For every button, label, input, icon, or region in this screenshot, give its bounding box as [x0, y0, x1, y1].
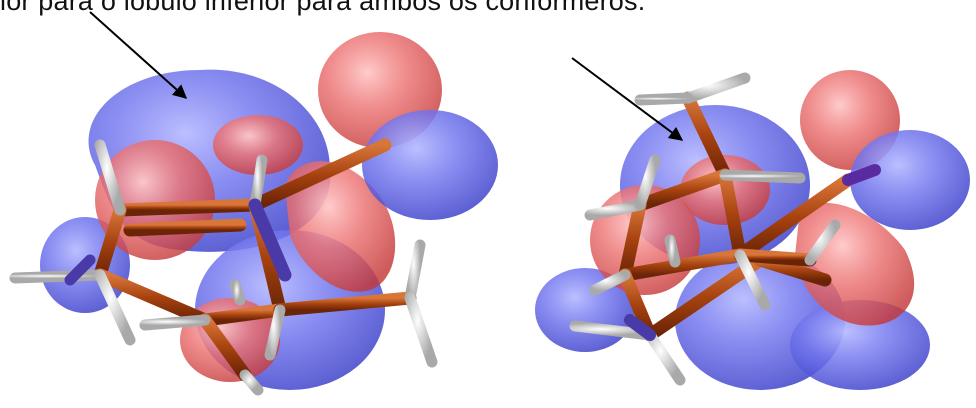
hydrogen-bond: [589, 269, 631, 296]
hydrogen-bond: [9, 269, 106, 284]
hydrogen-bond: [404, 292, 438, 368]
bond: [618, 248, 747, 282]
nitrogen-bond: [248, 198, 292, 282]
bond: [633, 168, 732, 212]
bond: [643, 253, 767, 342]
bond: [113, 198, 262, 217]
nitrogen-bond: [64, 254, 96, 286]
bond: [273, 291, 417, 317]
hydrogen-bond: [569, 320, 656, 341]
hydrogen-bond: [634, 154, 661, 211]
hydrogen-bond: [264, 304, 286, 361]
nitrogen-bond: [842, 164, 881, 186]
bond: [93, 203, 127, 282]
arrow-left: [89, 11, 188, 99]
hydrogen-bond: [249, 154, 268, 211]
hydrogen-bond: [634, 92, 694, 106]
bond: [618, 198, 647, 282]
lobe-negative-right: [850, 130, 970, 230]
lobe-negative-bottom-right: [790, 300, 930, 390]
hydrogen-bond: [734, 249, 771, 311]
nitrogen-bond: [624, 314, 656, 341]
hydrogen-bond: [644, 329, 686, 386]
hydrogen-bond: [94, 269, 136, 346]
bond: [733, 248, 817, 267]
lobe-positive-center: [213, 115, 303, 175]
hydrogen-bond: [664, 234, 681, 268]
hydrogen-bond: [404, 239, 426, 304]
conformer-right: [535, 42, 970, 390]
hydrogen-bond: [584, 199, 646, 221]
hydrogen-bond: [94, 139, 126, 216]
lobe-positive-right: [285, 161, 396, 292]
arrow-right: [571, 57, 684, 141]
bond: [123, 218, 247, 237]
hydrogen-bond: [804, 219, 841, 266]
hydrogen-bond: [682, 72, 751, 104]
bond: [718, 168, 747, 262]
conformer-left: [9, 32, 498, 396]
hydrogen-bond: [239, 369, 264, 396]
hydrogen-bond: [139, 314, 211, 331]
bond: [198, 313, 252, 382]
caption-text: ior para o lóbulo inferior para ambos os…: [0, 0, 646, 16]
lobe-negative-right: [362, 110, 498, 220]
hydrogen-bond: [719, 169, 806, 184]
bond: [681, 91, 732, 182]
bond: [93, 268, 212, 327]
bond: [248, 138, 392, 212]
hydrogen-bond: [229, 279, 246, 306]
bond: [733, 173, 855, 262]
bond: [198, 303, 287, 327]
